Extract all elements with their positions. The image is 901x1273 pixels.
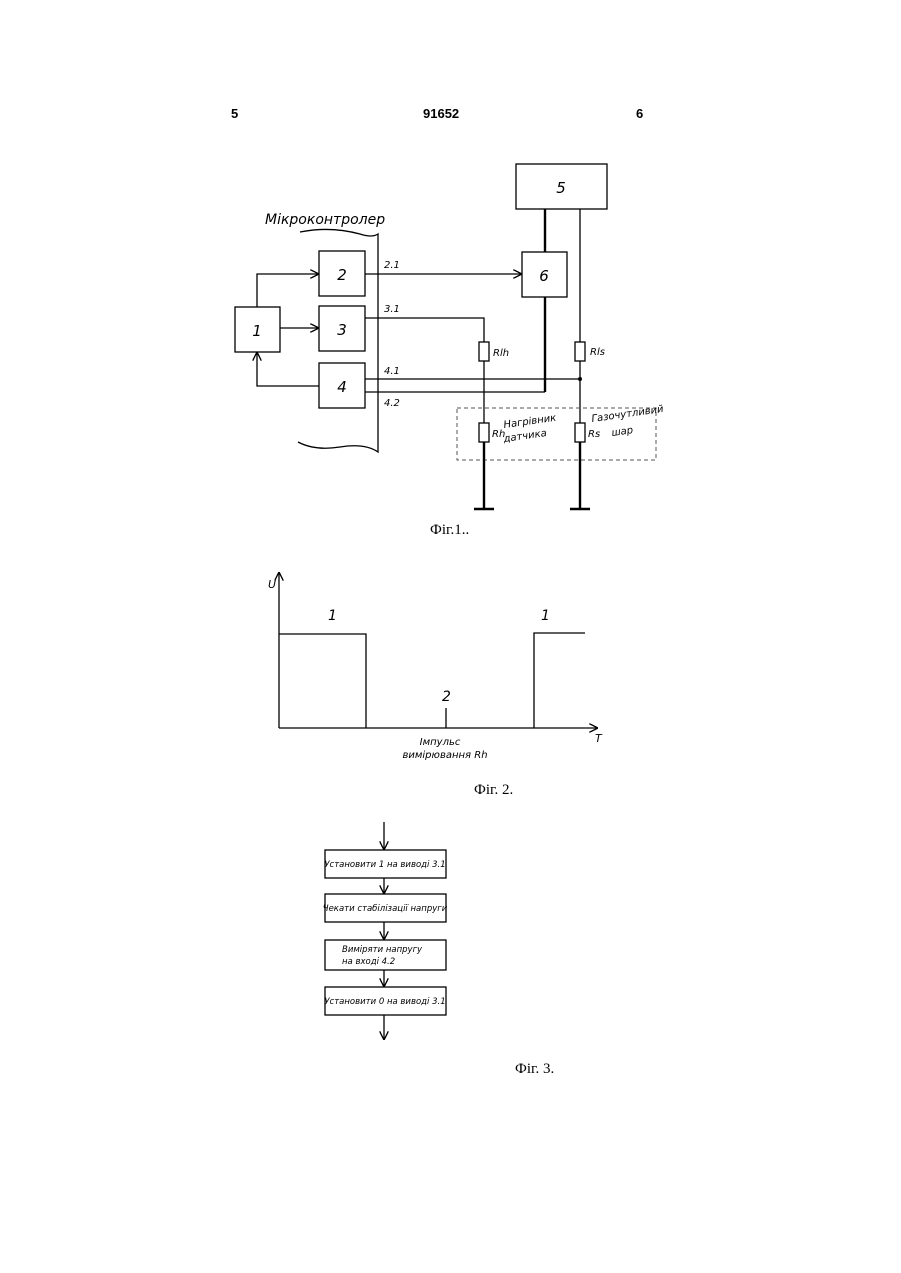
figure-3-caption: Фіг. 3. bbox=[515, 1061, 554, 1078]
block-1-label: 1 bbox=[252, 322, 262, 340]
pulse-caption-1: Імпульс bbox=[420, 737, 461, 748]
pin-3-1-label: 3.1 bbox=[384, 304, 400, 315]
flow-step-3-text-line2: на вході 4.2 bbox=[342, 957, 395, 967]
resistor-rlh-label: Rlh bbox=[493, 348, 509, 359]
pulse-caption-2: вимірювання Rh bbox=[402, 749, 487, 761]
wire-1-to-2 bbox=[257, 274, 319, 307]
gas-label-2: шар bbox=[611, 425, 634, 439]
figure-2-timing: U T 1 1 2 Імпульс вимірювання Rh bbox=[268, 572, 603, 761]
resistor-rls bbox=[575, 342, 585, 361]
figure-3-flowchart: Установити 1 на виводі 3.1 Чекати стабіл… bbox=[323, 822, 448, 1040]
resistor-rls-label: Rls bbox=[590, 347, 605, 358]
signal-high-right bbox=[534, 633, 585, 728]
block-6-label: 6 bbox=[539, 267, 549, 285]
heater-label-1: Нагрівник bbox=[503, 412, 557, 431]
resistor-rh bbox=[479, 423, 489, 442]
block-3-label: 3 bbox=[337, 321, 347, 339]
gas-label-1: Газочутливий bbox=[591, 404, 665, 425]
figure-1-circuit: Мікроконтролер 1 2 3 4 5 6 2.1 3.1 4.1 4… bbox=[235, 164, 665, 509]
figure-1-caption: Фіг.1.. bbox=[430, 522, 469, 539]
block-5-label: 5 bbox=[556, 179, 566, 197]
microcontroller-label: Мікроконтролер bbox=[265, 212, 385, 228]
wire-4-to-1 bbox=[257, 352, 319, 386]
x-axis-label: T bbox=[595, 732, 603, 745]
level-label-right: 1 bbox=[541, 608, 550, 624]
pin-4-1-label: 4.1 bbox=[384, 366, 400, 377]
block-4-label: 4 bbox=[337, 378, 347, 396]
signal-high-left bbox=[279, 634, 366, 728]
resistor-rs-label: Rs bbox=[588, 429, 600, 440]
flow-step-4-text: Установити 0 на виводі 3.1 bbox=[324, 997, 445, 1007]
pin-4-2-label: 4.2 bbox=[384, 398, 400, 409]
pulse-label: 2 bbox=[442, 689, 451, 705]
y-axis-label: U bbox=[268, 578, 276, 591]
flow-step-3-text-line1: Виміряти напругу bbox=[342, 945, 423, 955]
figure-2-caption: Фіг. 2. bbox=[474, 782, 513, 799]
heater-label-2: датчика bbox=[502, 428, 548, 445]
block-2-label: 2 bbox=[337, 266, 347, 284]
flow-step-1-text: Установити 1 на виводі 3.1 bbox=[324, 860, 445, 870]
resistor-rs bbox=[575, 423, 585, 442]
level-label-left: 1 bbox=[328, 608, 337, 624]
flow-step-2-text: Чекати стабілізації напруги bbox=[323, 904, 448, 914]
resistor-rlh bbox=[479, 342, 489, 361]
wire-pin-3-1 bbox=[365, 318, 484, 342]
pin-2-1-label: 2.1 bbox=[384, 260, 400, 271]
